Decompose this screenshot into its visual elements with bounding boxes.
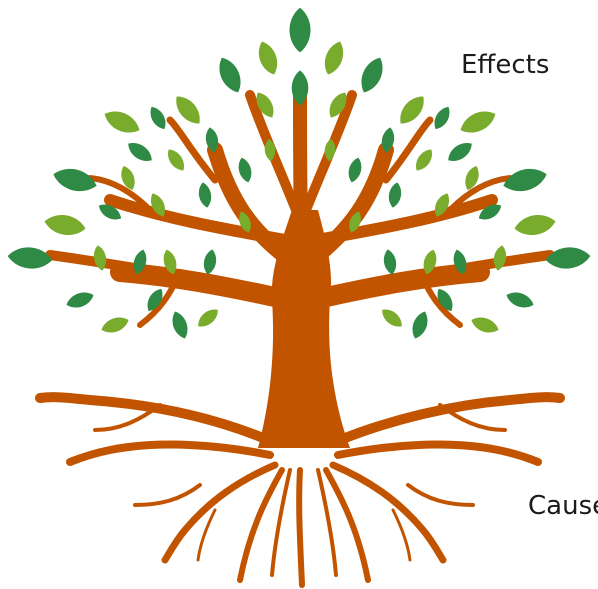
leaf-icon [430, 104, 453, 132]
leaf-icon [378, 305, 405, 331]
leaf-icon [409, 309, 432, 341]
leaf-icon [197, 181, 213, 208]
leaf-icon [501, 164, 550, 196]
leaf-icon [545, 246, 591, 271]
branch-main-right [312, 272, 480, 300]
root-main-right [340, 397, 560, 440]
leaf-icon [356, 54, 389, 96]
leaf-icon [51, 164, 100, 196]
leaf-icon [236, 156, 254, 184]
leaf-icon [124, 138, 155, 166]
root-main-left [40, 397, 268, 440]
root-right-2 [338, 445, 538, 462]
leaf-icon [146, 104, 169, 132]
root-left-2 [70, 445, 270, 462]
leaf-icon [412, 146, 437, 174]
root-right-4 [326, 470, 368, 580]
leaf-icon [99, 314, 131, 337]
leaf-icon [254, 39, 282, 78]
leaf-icon [320, 39, 348, 78]
root-right-7 [408, 485, 473, 505]
effects-label: Effects [461, 52, 549, 78]
root-left-7 [135, 485, 200, 505]
leaf-icon [469, 314, 501, 337]
leaf-icon [444, 138, 475, 166]
leaf-icon [7, 246, 53, 271]
leaf-icon [290, 8, 311, 53]
tree-trunk [50, 90, 550, 448]
leaf-icon [101, 106, 143, 139]
leaf-icon [513, 212, 557, 238]
leaf-icon [387, 181, 403, 208]
leaf-icon [504, 289, 536, 312]
branch-main-left [120, 272, 290, 300]
leaf-icon [382, 248, 398, 275]
leaf-icon [43, 212, 87, 238]
leaf-icon [169, 309, 192, 341]
root-center [299, 470, 302, 585]
leaf-icon [202, 248, 218, 275]
leaf-icon [214, 54, 247, 96]
leaf-icon [457, 106, 499, 139]
leaf-icon [64, 289, 96, 312]
leaf-icon [164, 146, 189, 174]
leaf-icon [194, 305, 221, 331]
causes-label: Causes [528, 493, 598, 519]
root-left-4 [240, 470, 282, 580]
leaf-icon [346, 156, 364, 184]
